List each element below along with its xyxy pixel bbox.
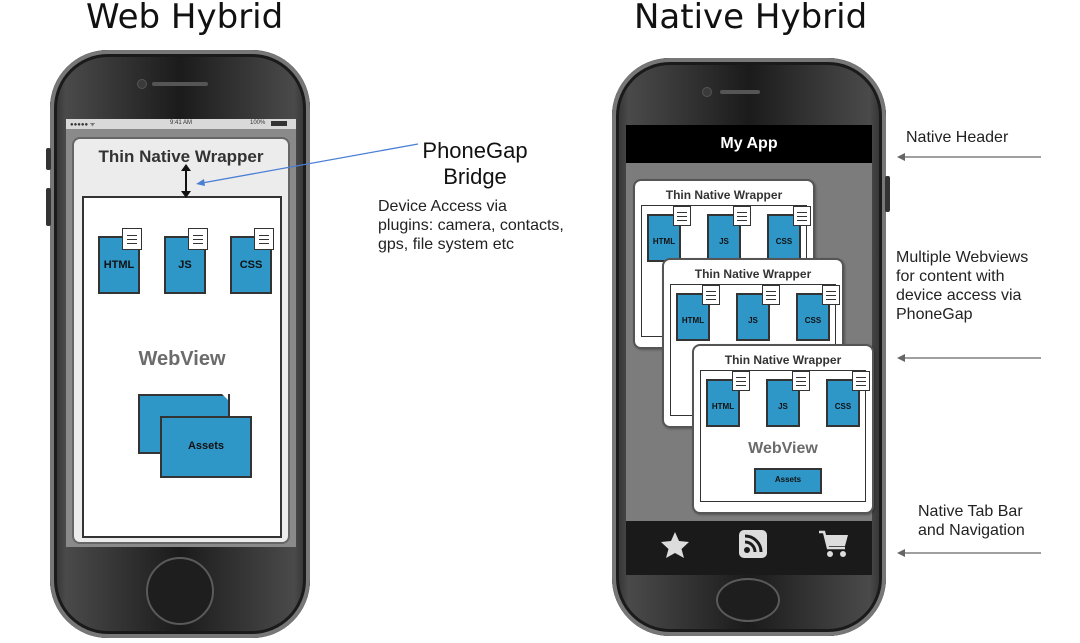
page-icon [852,371,870,391]
webview-area: HTML JS CSS WebView Assets [82,196,282,538]
native-header-arrow [897,153,1041,161]
left-phone-speaker [152,82,208,86]
rss-icon[interactable] [738,529,768,559]
webviews-annotation: Multiple Webviews for content with devic… [896,249,1029,323]
webview-label: WebView [138,348,226,370]
page-icon [673,206,691,226]
left-phone-volume-button [46,148,51,170]
js-file-icon: JS [736,293,770,341]
webviews-arrow [897,354,1041,362]
right-phone-camera-icon [702,87,712,97]
wrapper-title: Thin Native Wrapper [98,147,264,166]
right-phone-speaker [720,90,760,94]
left-phone-camera-icon [137,79,147,89]
page-icon [762,285,780,305]
left-phone-home-button [146,557,214,625]
web-hybrid-title: Web Hybrid [86,0,284,37]
app-title: My App [720,135,778,152]
status-time: 9:41 AM [170,120,193,126]
page-icon [188,228,208,250]
battery-icon [271,121,287,126]
wrapper-title: Thin Native Wrapper [665,188,783,202]
page-icon [822,285,840,305]
page-icon [702,285,720,305]
page-icon [733,206,751,226]
wrapper-title: Thin Native Wrapper [694,267,812,281]
page-icon [254,228,274,250]
page-icon [732,371,750,391]
page-icon [122,228,142,250]
assets-icon: Assets [754,468,822,494]
phonegap-bridge-title: PhoneGap Bridge [422,138,528,189]
wrapper-card-3: Thin Native Wrapper HTML JS CSS WebView … [692,344,874,514]
status-carrier: ●●●●● ᯤ [70,122,96,128]
wrapper-title: Thin Native Wrapper [724,353,842,367]
status-bar: ●●●●● ᯤ 9:41 AM 100% [66,119,296,129]
assets-label: Assets [774,475,802,484]
webview-label: WebView [748,440,818,457]
assets-label: Assets [187,440,225,452]
native-header: My App [626,125,872,163]
status-battery: 100% [250,120,266,126]
assets-icon: Assets [160,416,252,478]
page-icon [792,371,810,391]
right-phone-power-button [885,176,890,212]
left-phone-volume-button [46,188,51,226]
star-icon[interactable] [660,531,690,559]
phonegap-bridge-arrow [196,143,419,186]
left-phone-screen: ●●●●● ᯤ 9:41 AM 100% Thin Native Wrapper… [66,119,296,547]
tab-bar-arrow [897,549,1041,557]
bridge-description: Device Access via plugins: camera, conta… [378,198,564,253]
thin-native-wrapper: Thin Native Wrapper HTML JS CSS WebView … [72,137,290,544]
native-hybrid-title: Native Hybrid [634,0,868,37]
bridge-double-arrow-icon [181,164,191,198]
right-phone-home-button [716,578,780,622]
native-header-annotation: Native Header [906,129,1009,146]
page-icon [793,206,811,226]
html-file-icon: HTML [706,379,740,427]
cart-icon[interactable] [818,529,850,559]
tab-bar-annotation: Native Tab Bar and Navigation [918,503,1025,539]
